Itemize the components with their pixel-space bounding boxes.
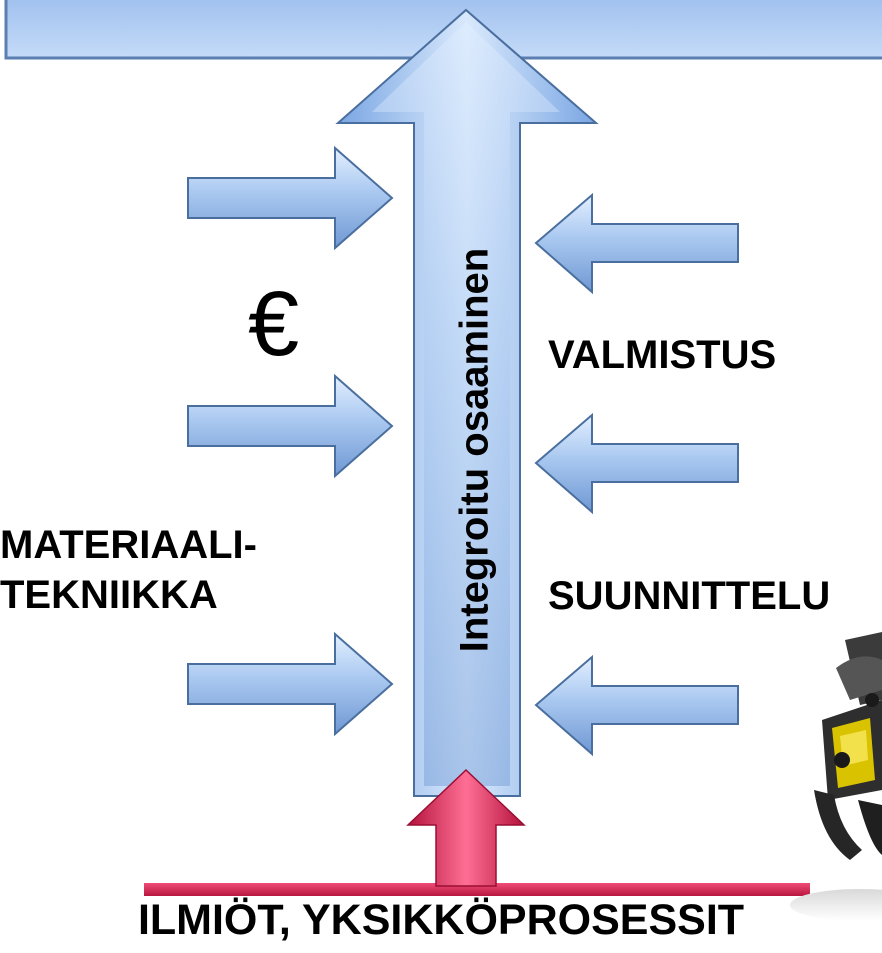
label-suunnittelu: SUUNNITTELU <box>548 574 831 618</box>
foundation-line <box>144 883 810 896</box>
red-up-arrow <box>406 768 526 887</box>
right-arrow-1 <box>187 145 394 251</box>
label-materiaali-line2: TEKNIIKKA <box>0 573 218 617</box>
vertical-label-container: Integroitu osaaminen <box>445 180 505 720</box>
label-materiaalitekniikka: MATERIAALI- TEKNIIKKA <box>0 520 257 620</box>
left-arrows <box>187 145 394 737</box>
label-ilmiot-yksikkoprosessit: ILMIÖT, YKSIKKÖPROSESSIT <box>137 896 745 944</box>
label-valmistus: VALMISTUS <box>548 333 777 377</box>
left-arrow-2 <box>534 412 739 515</box>
left-arrow-1 <box>534 192 739 295</box>
left-arrow-3 <box>534 654 739 757</box>
right-arrow-3 <box>187 631 394 737</box>
right-arrows <box>534 192 739 757</box>
label-integroitu-osaaminen: Integroitu osaaminen <box>452 247 497 653</box>
main-up-arrow-highlight <box>372 22 560 786</box>
right-arrow-2 <box>187 373 394 479</box>
forest-harvester-head-image <box>790 632 882 921</box>
label-materiaali-line1: MATERIAALI- <box>0 523 257 567</box>
euro-symbol: € <box>248 273 300 375</box>
